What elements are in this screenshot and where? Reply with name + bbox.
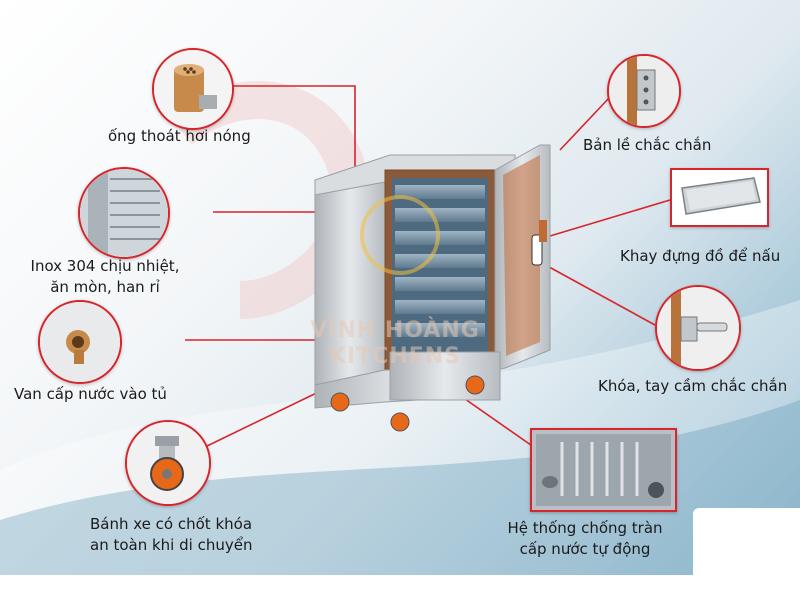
hinge-label: Bản lề chắc chắn	[583, 136, 712, 154]
wheel-label-line1: Bánh xe có chốt khóa	[90, 515, 253, 533]
stainless-label-line2: ăn mòn, han rỉ	[50, 278, 160, 296]
water-valve-callout	[38, 300, 122, 384]
watermark: VĨNH HOÀNG KITCHENS	[290, 318, 500, 370]
stainless-label-line1: Inox 304 chịu nhiệt,	[30, 257, 180, 275]
water-valve-label: Van cấp nước vào tủ	[14, 385, 167, 403]
water-valve-icon	[40, 302, 120, 382]
overflow-callout	[530, 428, 677, 512]
lock-label: Khóa, tay cầm chắc chắn	[598, 377, 788, 395]
stainless-label: Inox 304 chịu nhiệt, ăn mòn, han rỉ	[25, 256, 185, 298]
steam-pipe-label: ống thoát hơi nóng	[108, 127, 251, 145]
hinge-callout	[607, 54, 681, 128]
wheel-callout	[125, 420, 211, 506]
stainless-wall-icon	[80, 169, 168, 257]
overflow-system-icon	[532, 430, 675, 510]
watermark-line1: VĨNH HOÀNG	[310, 318, 480, 343]
white-corner-panel	[693, 508, 800, 575]
tray-icon	[672, 170, 767, 225]
lock-handle-icon	[657, 287, 739, 369]
wheel-label: Bánh xe có chốt khóa an toàn khi di chuy…	[90, 514, 253, 556]
overflow-label: Hệ thống chống tràn cấp nước tự động	[490, 518, 680, 560]
watermark-line2: KITCHENS	[328, 344, 462, 369]
caster-wheel-icon	[127, 422, 209, 504]
overflow-label-line1: Hệ thống chống tràn	[507, 519, 663, 537]
overflow-label-line2: cấp nước tự động	[519, 540, 651, 558]
stainless-callout	[78, 167, 170, 259]
steam-pipe-callout	[152, 48, 234, 130]
tray-label: Khay đựng đồ để nấu	[620, 247, 781, 265]
hinge-icon	[609, 56, 679, 126]
wheel-label-line2: an toàn khi di chuyển	[90, 536, 253, 554]
tray-callout	[670, 168, 769, 227]
bottom-strip	[0, 575, 800, 600]
lock-callout	[655, 285, 741, 371]
steamer-cabinet	[314, 144, 551, 432]
steam-pipe-icon	[154, 50, 232, 128]
